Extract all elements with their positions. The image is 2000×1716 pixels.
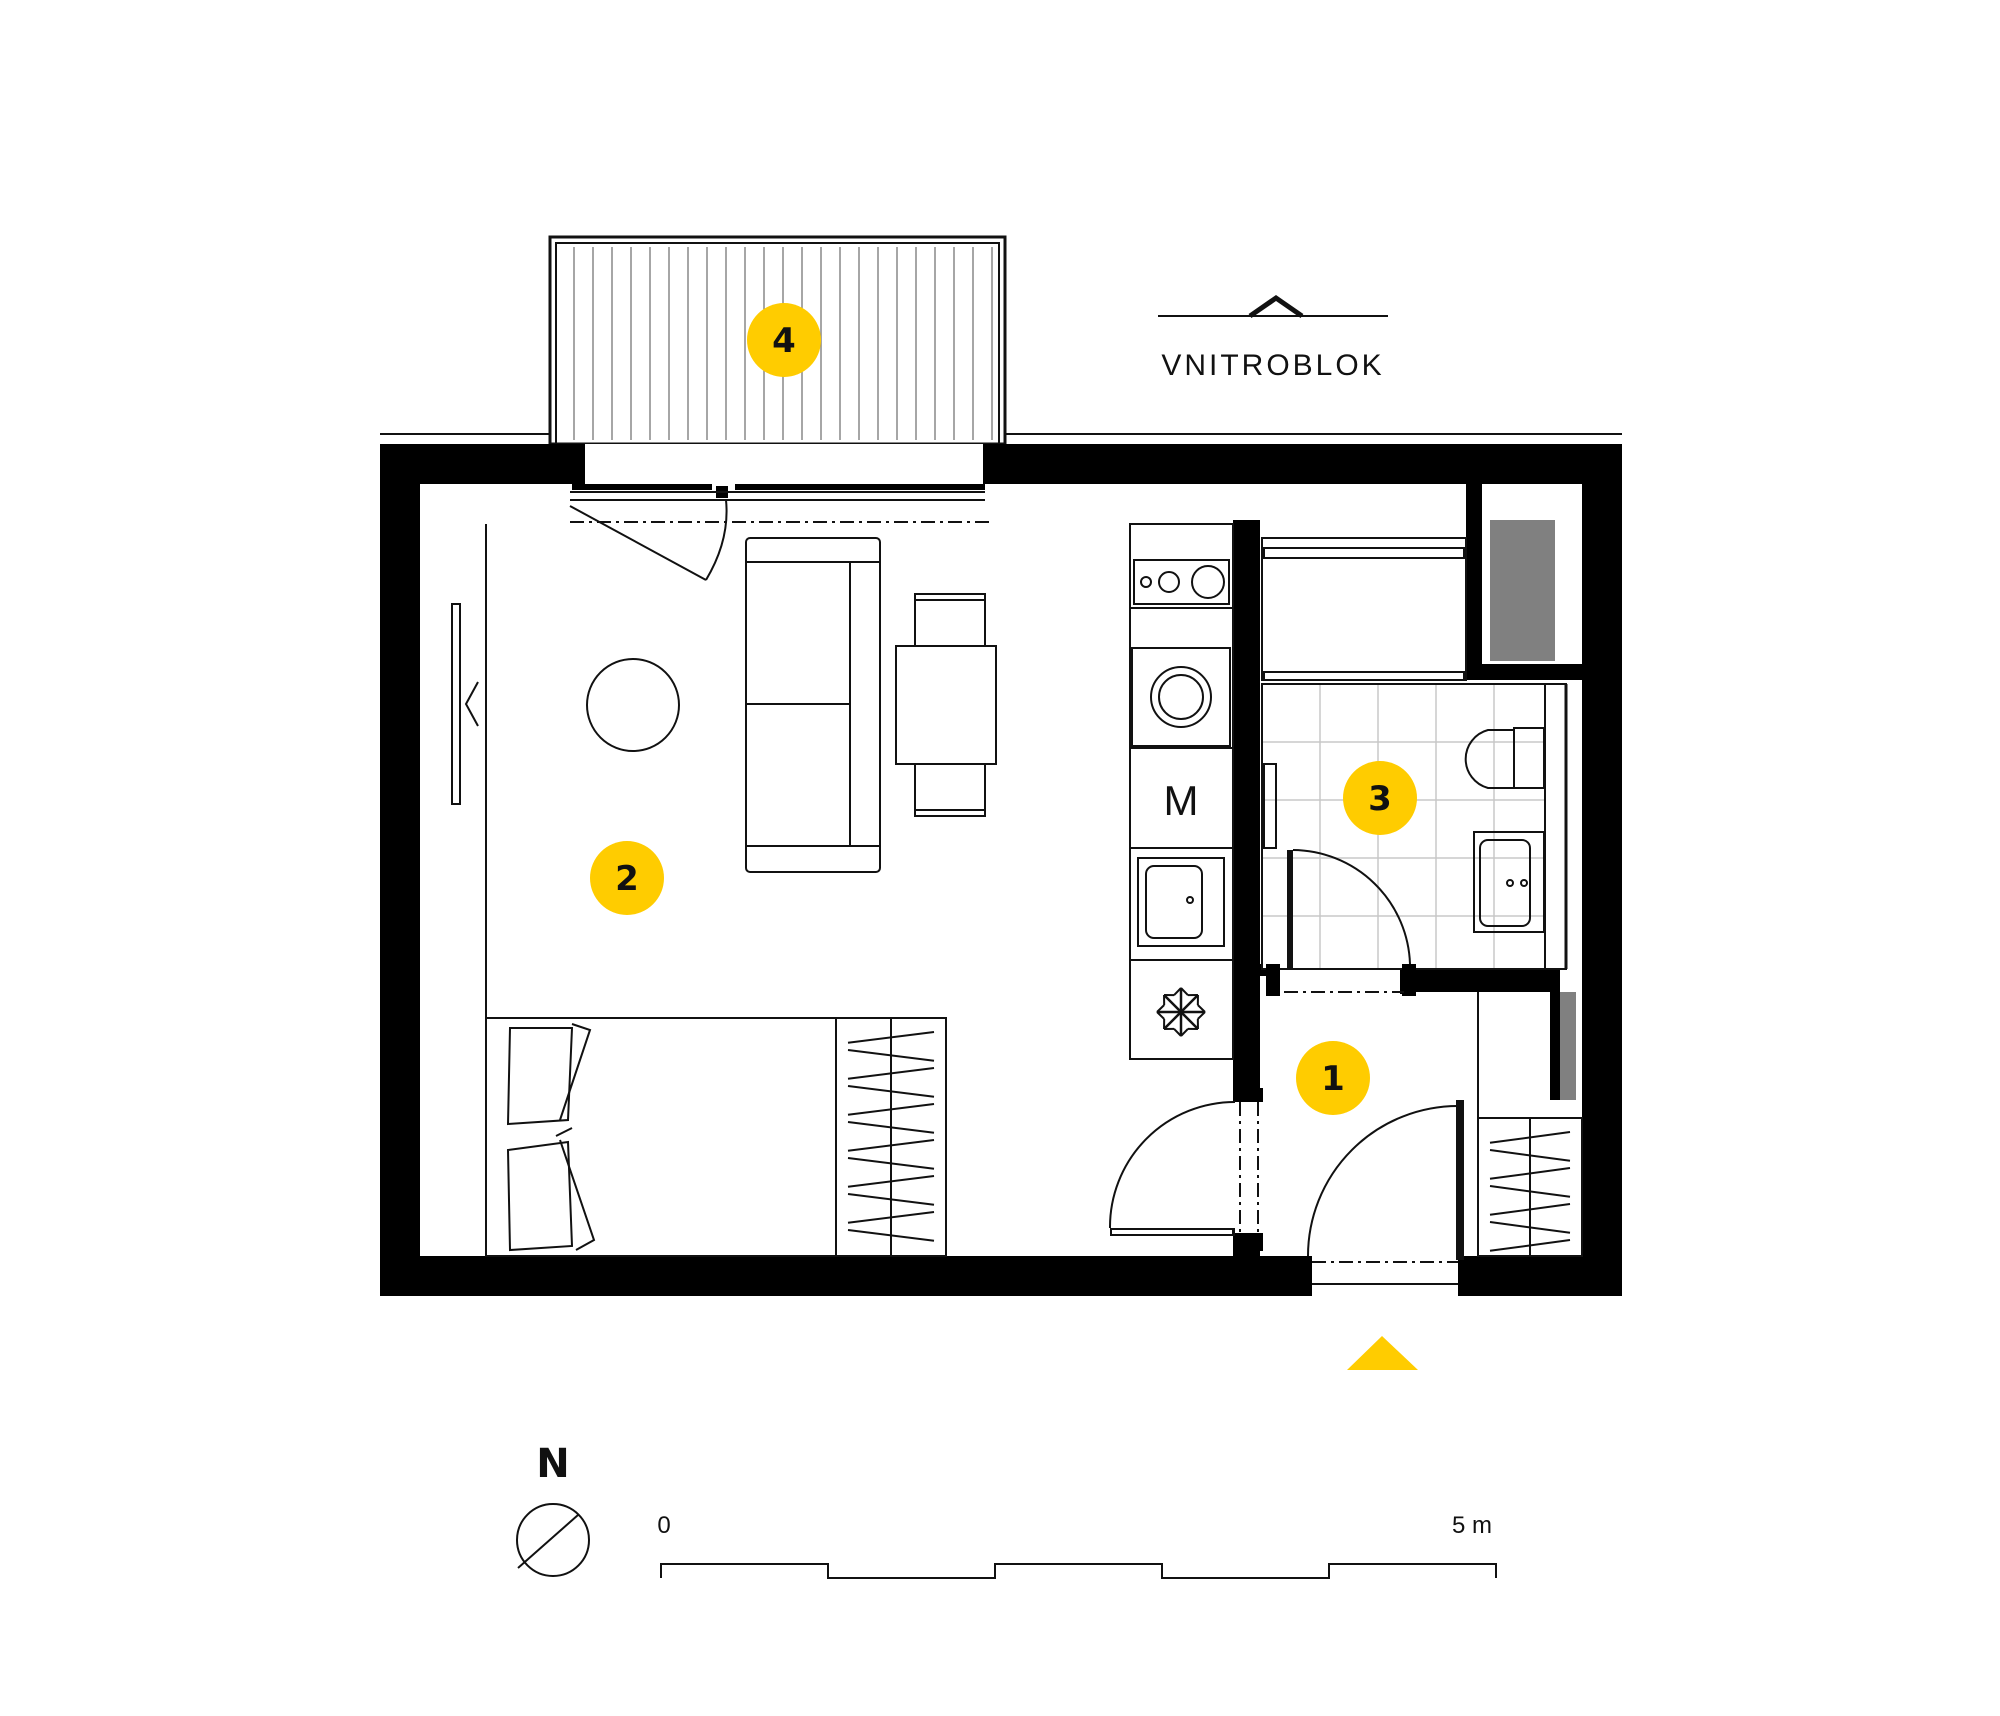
svg-text:4: 4	[772, 321, 796, 361]
shower-tray	[1261, 537, 1467, 681]
compass-icon	[516, 1503, 590, 1577]
entrance-arrow-icon	[1347, 1336, 1418, 1370]
bathroom-door	[1266, 849, 1416, 996]
kitchen-sink-icon	[1137, 857, 1225, 947]
toilet-icon	[1464, 727, 1545, 789]
dining-table	[895, 593, 997, 817]
courtyard-label: VNITROBLOK	[1161, 349, 1384, 382]
wardrobe-left	[451, 524, 487, 1256]
microwave-label: M	[1164, 777, 1199, 824]
balcony-door	[555, 444, 995, 581]
svg-text:1: 1	[1321, 1059, 1345, 1099]
scale-bar	[660, 1563, 1497, 1579]
storage-shaft	[1490, 520, 1555, 661]
courtyard-indicator	[1158, 294, 1388, 319]
storage-shaft-small	[1560, 992, 1576, 1100]
room-marker-4: 4	[747, 303, 821, 377]
wardrobe-bed	[835, 1017, 947, 1257]
scale-start-label: 0	[657, 1512, 670, 1539]
freezer-snowflake-icon	[1156, 987, 1206, 1037]
bathroom-radiator	[1263, 763, 1277, 849]
sofa	[745, 537, 881, 873]
living-door	[1108, 1088, 1263, 1251]
bathroom	[1261, 683, 1568, 970]
bathroom-sink-icon	[1473, 831, 1545, 933]
scale-end-label: 5 m	[1452, 1512, 1492, 1539]
room-marker-2: 2	[590, 841, 664, 915]
cooktop-icon	[1133, 559, 1230, 605]
kitchen-counter	[1129, 523, 1234, 1060]
entrance-door	[1304, 1100, 1466, 1296]
round-table	[586, 658, 680, 752]
north-label: N	[536, 1441, 569, 1487]
washing-machine-icon	[1131, 647, 1231, 747]
hallway-wardrobe	[1477, 992, 1583, 1257]
svg-text:2: 2	[615, 859, 639, 899]
room-marker-3: 3	[1343, 761, 1417, 835]
room-marker-1: 1	[1296, 1041, 1370, 1115]
svg-text:3: 3	[1368, 779, 1392, 819]
